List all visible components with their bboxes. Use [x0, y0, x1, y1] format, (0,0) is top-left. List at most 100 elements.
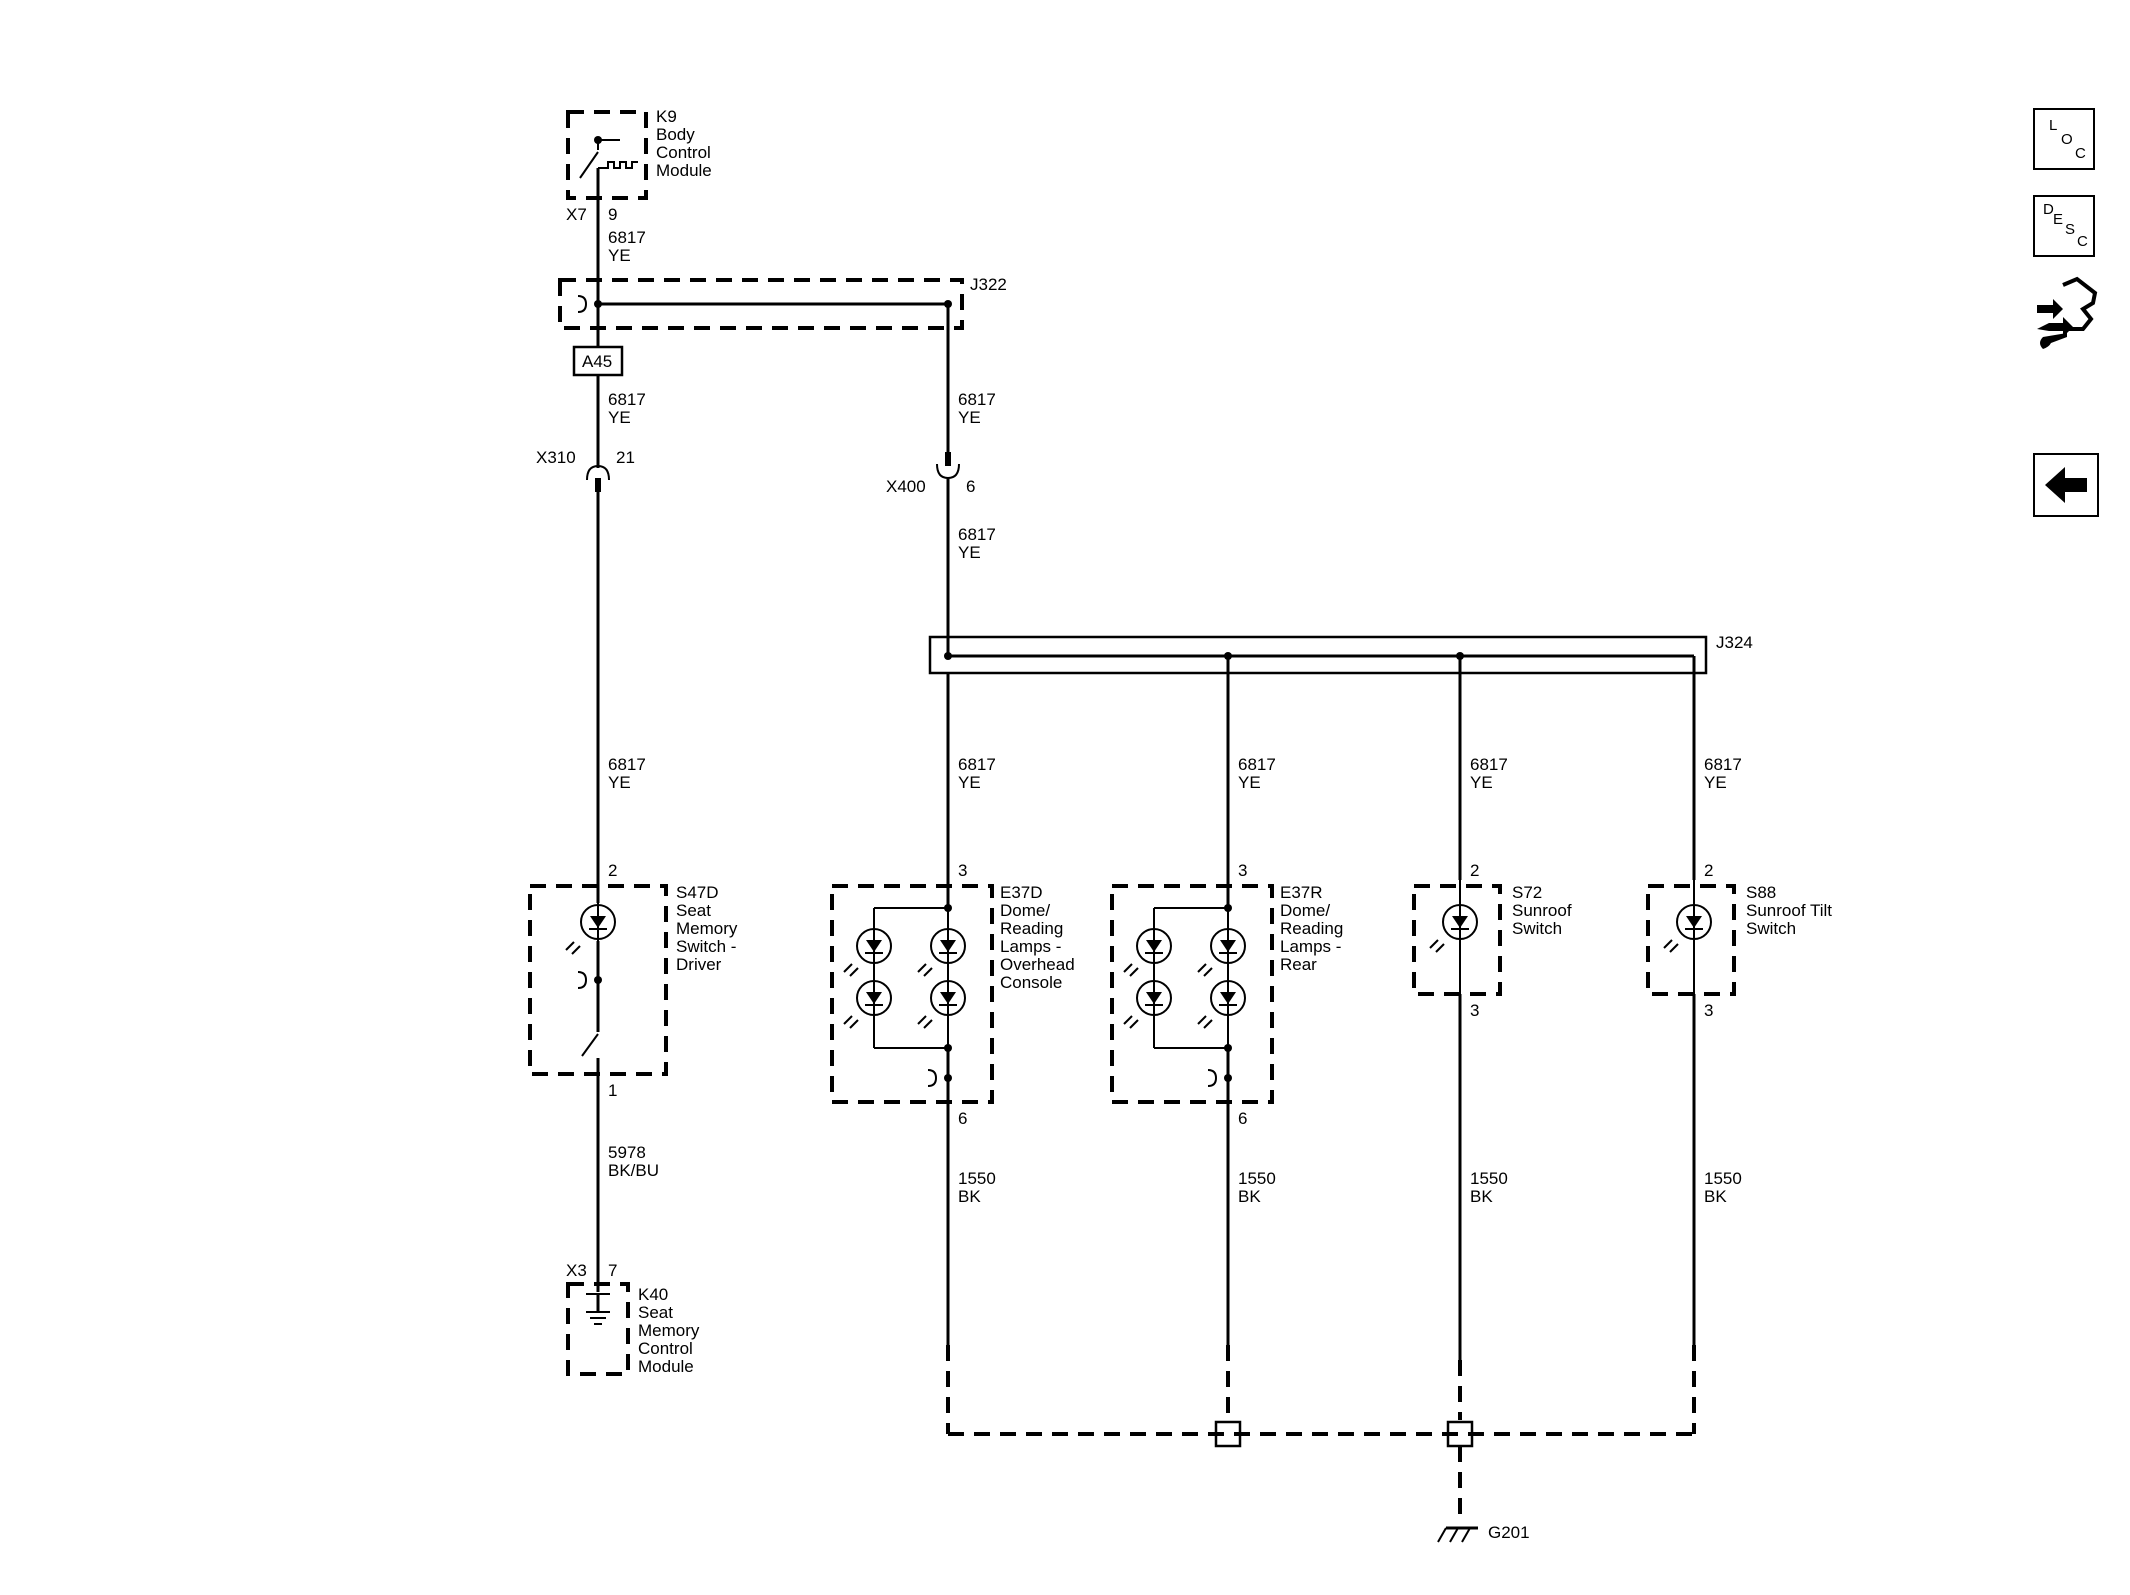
s47d-desc-1: Seat [676, 901, 711, 920]
ground-c4-number: 1550 [1470, 1169, 1508, 1188]
k9-pin-9: 9 [608, 205, 617, 224]
wire-right2-color: YE [958, 408, 981, 427]
s72-pin-3: 3 [1470, 1001, 1479, 1020]
back-arrow-icon [2045, 467, 2087, 503]
e37d-desc-4: Overhead [1000, 955, 1075, 974]
e37r-pin-3: 3 [1238, 861, 1247, 880]
j322-splice-pack [558, 278, 964, 330]
wire-c3-color: YE [1238, 773, 1261, 792]
loc-letter-l: L [2049, 117, 2058, 134]
s47d-pin-1: 1 [608, 1081, 617, 1100]
s47d-desc-3: Switch - [676, 937, 736, 956]
s72-sunroof-switch [1412, 880, 1502, 996]
ground-bus [946, 1345, 1696, 1524]
s72-pin-2: 2 [1470, 861, 1479, 880]
desc-letter-d: D [2043, 201, 2054, 218]
k9-label: K9 [656, 107, 677, 126]
desc-letter-c: C [2077, 233, 2088, 250]
loc-letter-c: C [2075, 145, 2086, 162]
k40-desc-3: Control [638, 1339, 693, 1358]
wire-top-number: 6817 [608, 228, 646, 247]
ground-c2-number: 1550 [958, 1169, 996, 1188]
g201-ground-icon [1437, 1526, 1478, 1543]
loc-button[interactable]: L O C [2033, 108, 2095, 170]
ground-c3-color: BK [1238, 1187, 1261, 1206]
s47d-seat-memory-switch [528, 880, 668, 1080]
s72-desc-2: Switch [1512, 919, 1562, 938]
s88-pin-2: 2 [1704, 861, 1713, 880]
x400-pin-6: 6 [966, 477, 975, 496]
e37d-desc-1: Dome/ [1000, 901, 1050, 920]
ground-c5-color: BK [1704, 1187, 1727, 1206]
e37d-dome-reading-lamps-overhead [830, 880, 994, 1104]
s88-desc-2: Switch [1746, 919, 1796, 938]
wire-c5-color: YE [1704, 773, 1727, 792]
x400-connector [936, 452, 960, 480]
x310-label: X310 [536, 448, 576, 467]
ground-c4-color: BK [1470, 1187, 1493, 1206]
desc-button[interactable]: D E S C [2033, 195, 2095, 257]
j322-label: J322 [970, 275, 1007, 294]
wire-c1-color: YE [608, 773, 631, 792]
ground-c2-color: BK [958, 1187, 981, 1206]
x400-label: X400 [886, 477, 926, 496]
k9-desc-3: Module [656, 161, 712, 180]
wire-c3-number: 6817 [1238, 755, 1276, 774]
x310-pin-21: 21 [616, 448, 635, 467]
wire-c5-number: 6817 [1704, 755, 1742, 774]
wire-c2-number: 6817 [958, 755, 996, 774]
desc-letter-s: S [2065, 221, 2076, 238]
x3-connector-label: X3 [566, 1261, 587, 1280]
e37d-label: E37D [1000, 883, 1043, 902]
wire-right3-number: 6817 [958, 525, 996, 544]
k9-body-control-module [566, 110, 648, 200]
k40-label: K40 [638, 1285, 668, 1304]
e37d-desc-5: Console [1000, 973, 1062, 992]
wire-left2-color: YE [608, 408, 631, 427]
s88-sunroof-tilt-switch [1646, 880, 1736, 996]
k9-desc-2: Control [656, 143, 711, 162]
e37r-desc-3: Lamps - [1280, 937, 1341, 956]
wire-right3-color: YE [958, 543, 981, 562]
ground-c5-number: 1550 [1704, 1169, 1742, 1188]
a45-label: A45 [582, 352, 612, 371]
wire-c4-color: YE [1470, 773, 1493, 792]
wire-c2-color: YE [958, 773, 981, 792]
x310-connector [586, 464, 610, 492]
wire-left2-number: 6817 [608, 390, 646, 409]
s88-label: S88 [1746, 883, 1776, 902]
e37r-desc-1: Dome/ [1280, 901, 1330, 920]
x7-connector-label: X7 [566, 205, 587, 224]
s72-desc-1: Sunroof [1512, 901, 1572, 920]
s72-label: S72 [1512, 883, 1542, 902]
connector-tools-svg [2037, 276, 2098, 349]
wire-5978-number: 5978 [608, 1143, 646, 1162]
k40-desc-2: Memory [638, 1321, 700, 1340]
s47d-pin-2: 2 [608, 861, 617, 880]
k40-seat-memory-control-module [566, 1282, 630, 1376]
back-button[interactable] [2033, 453, 2099, 517]
wire-top-color: YE [608, 246, 631, 265]
j324-label: J324 [1716, 633, 1753, 652]
wire-c1-number: 6817 [608, 755, 646, 774]
e37r-pin-6: 6 [1238, 1109, 1247, 1128]
k40-desc-1: Seat [638, 1303, 673, 1322]
connector-tools-icon[interactable] [2033, 275, 2099, 351]
j324-splice-bar [928, 635, 1708, 675]
loc-letter-o: O [2061, 131, 2073, 148]
s47d-desc-2: Memory [676, 919, 738, 938]
e37r-dome-reading-lamps-rear [1110, 880, 1274, 1104]
s47d-label: S47D [676, 883, 719, 902]
k40-desc-4: Module [638, 1357, 694, 1376]
e37d-desc-3: Lamps - [1000, 937, 1061, 956]
s88-pin-3: 3 [1704, 1001, 1713, 1020]
wire-right2-number: 6817 [958, 390, 996, 409]
k9-desc-1: Body [656, 125, 695, 144]
wire-c4-number: 6817 [1470, 755, 1508, 774]
s88-desc-1: Sunroof Tilt [1746, 901, 1832, 920]
e37r-desc-4: Rear [1280, 955, 1317, 974]
g201-label: G201 [1488, 1523, 1530, 1542]
s47d-desc-4: Driver [676, 955, 722, 974]
e37r-label: E37R [1280, 883, 1323, 902]
